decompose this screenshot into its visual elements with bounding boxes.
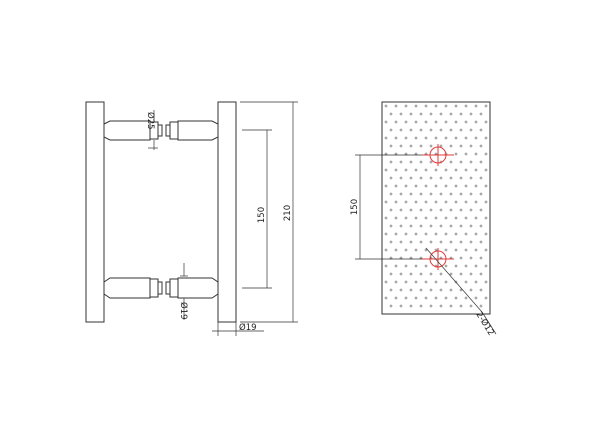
holes-label: 2-Ø12 <box>473 310 496 338</box>
left-bar <box>85 101 105 323</box>
dim-spacer-label: Ø19 <box>178 302 189 320</box>
panel-pattern <box>384 104 488 308</box>
handle-side-view: Ø25 Ø19 Ø19 150 210 <box>85 101 298 336</box>
dim-150-label: 150 <box>257 207 267 223</box>
bottom-left-rod <box>103 277 151 299</box>
bottom-right-rod <box>177 277 219 299</box>
dim-holes-label: 150 <box>350 199 360 215</box>
bottom-left-washer <box>157 281 163 295</box>
dim-bar-label: Ø19 <box>239 322 257 333</box>
dim-210-label: 210 <box>283 205 293 221</box>
holes-leader-tail <box>481 311 497 335</box>
top-right-collar <box>169 121 179 140</box>
right-bar <box>217 101 237 323</box>
top-right-washer <box>165 124 171 137</box>
top-left-washer <box>157 124 163 137</box>
bottom-right-washer <box>165 281 171 295</box>
door-panel <box>381 101 491 315</box>
top-left-rod <box>103 120 151 141</box>
bottom-right-collar <box>169 278 179 298</box>
top-right-rod <box>177 120 219 141</box>
bottom-left-collar <box>149 278 159 298</box>
door-panel-view: 150 2-Ø12 <box>350 101 497 338</box>
holes-leader <box>425 247 483 313</box>
dim-standoff-label: Ø25 <box>145 112 156 130</box>
